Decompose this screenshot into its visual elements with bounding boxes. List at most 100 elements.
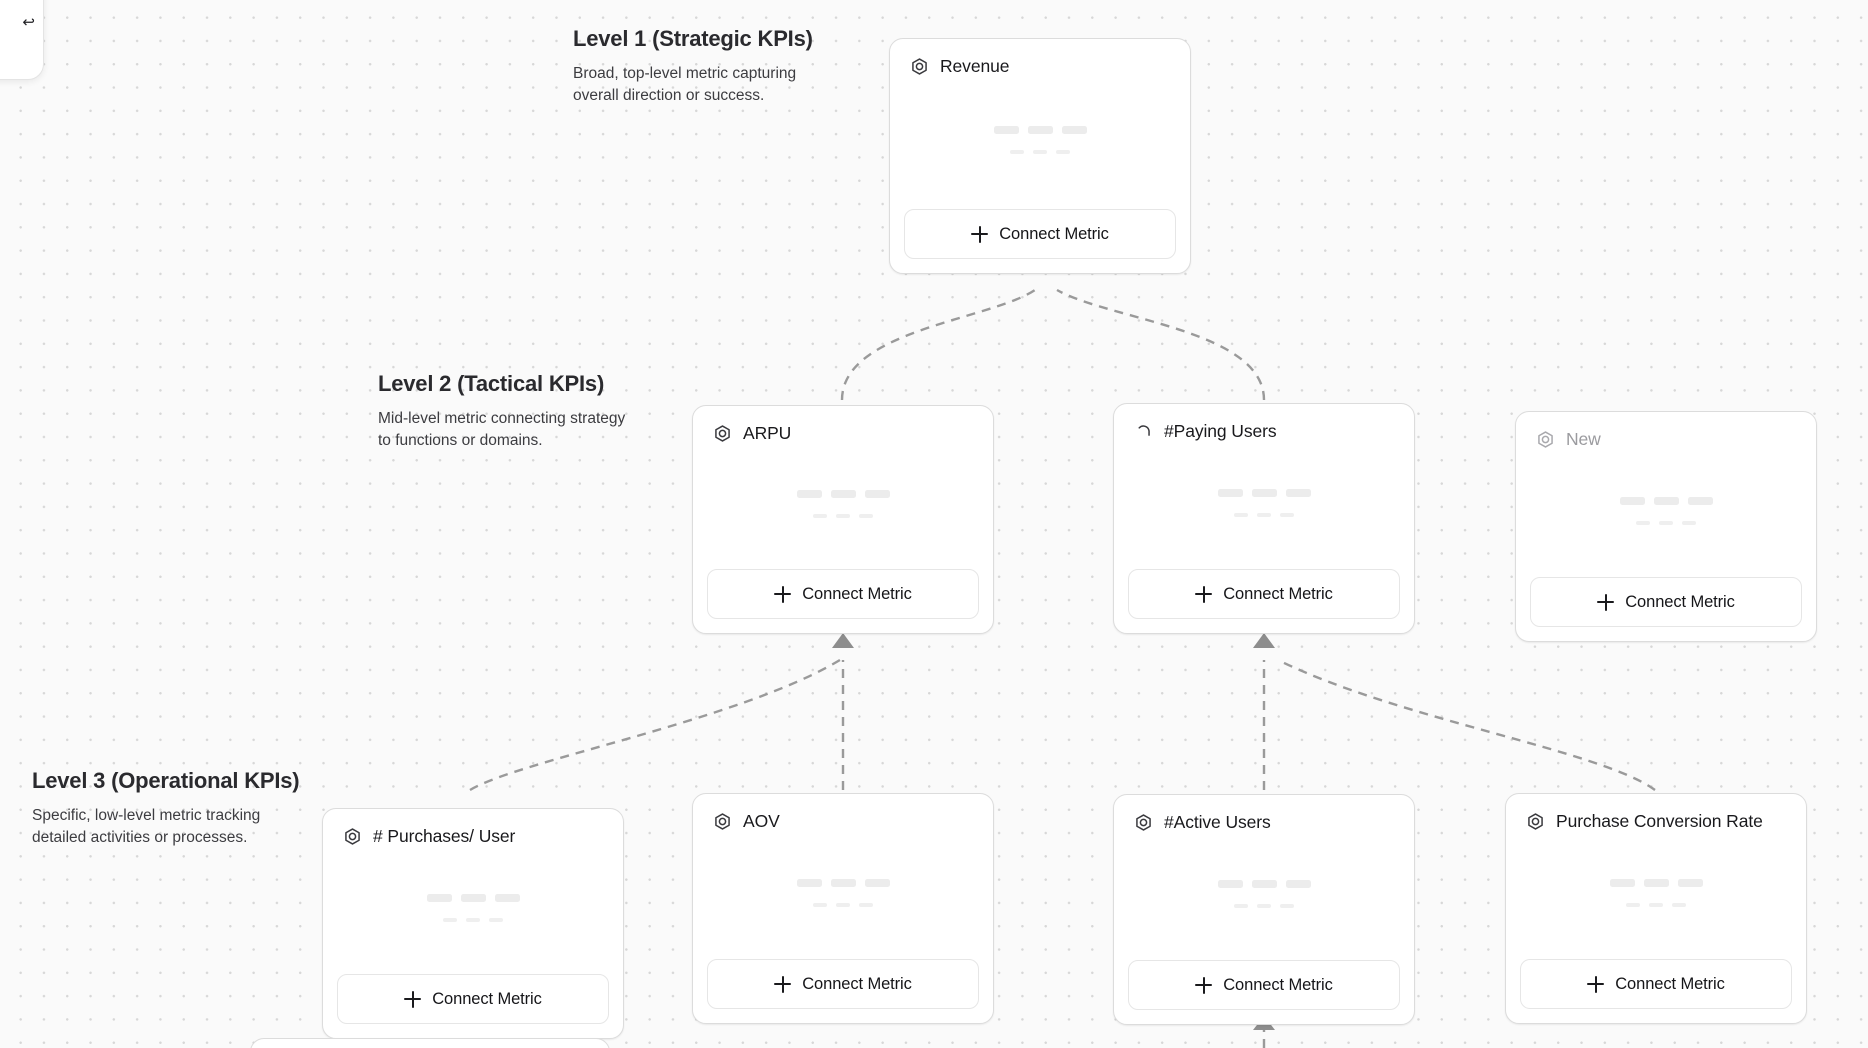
skeleton-row-secondary [1234, 512, 1294, 517]
card-title: #Paying Users [1164, 421, 1277, 441]
skeleton-bar [1234, 512, 1248, 517]
connect-metric-button[interactable]: Connect Metric [1530, 577, 1802, 627]
metric-card-paying-users[interactable]: #Paying Users Connect Metric [1113, 403, 1415, 634]
skeleton-bar [426, 893, 452, 902]
skeleton-bar [813, 513, 827, 518]
connect-metric-button[interactable]: Connect Metric [707, 569, 979, 619]
card-title: AOV [743, 811, 780, 831]
metric-card-partial-bottom[interactable] [250, 1038, 610, 1048]
skeleton-bar [1217, 879, 1243, 888]
skeleton-row-primary [993, 126, 1087, 134]
skeleton-row-secondary [443, 917, 503, 922]
card-header: # Purchases/ User [323, 809, 623, 847]
skeleton-bar [1687, 496, 1713, 505]
connect-metric-label: Connect Metric [1223, 975, 1333, 994]
skeleton-bar [443, 917, 457, 922]
connect-metric-button[interactable]: Connect Metric [1128, 960, 1400, 1010]
skeleton-bar [1285, 488, 1311, 497]
skeleton-bar [466, 917, 480, 922]
card-header: Purchase Conversion Rate [1506, 794, 1806, 832]
corner-floating-panel[interactable]: ↩ [0, 0, 44, 80]
connect-metric-label: Connect Metric [999, 224, 1109, 243]
skeleton-bar [1234, 903, 1248, 908]
arrowhead-paying-users [1253, 633, 1275, 648]
plus-icon [774, 975, 792, 993]
level-2-title: Level 2 (Tactical KPIs) [378, 371, 605, 396]
connect-metric-button[interactable]: Connect Metric [1520, 959, 1792, 1009]
level-3-title: Level 3 (Operational KPIs) [32, 768, 300, 793]
skeleton-bar [1280, 903, 1294, 908]
spinner-loading-icon [1134, 422, 1153, 441]
metric-card-active-users[interactable]: #Active Users Connect Metric [1113, 794, 1415, 1025]
card-header: ARPU [693, 406, 993, 444]
skeleton-bar [1649, 902, 1663, 907]
plus-icon [1195, 976, 1213, 994]
card-title: #Active Users [1164, 812, 1271, 832]
skeleton-bar [1609, 878, 1635, 887]
hexagon-metric-icon [1536, 430, 1555, 449]
skeleton-bar [859, 902, 873, 907]
metric-card-revenue[interactable]: Revenue Connect Metric [889, 38, 1191, 274]
metric-card-purchase-conversion-rate[interactable]: Purchase Conversion Rate Connect Metric [1505, 793, 1807, 1024]
connect-metric-label: Connect Metric [1615, 974, 1725, 993]
connect-metric-label: Connect Metric [1625, 592, 1735, 611]
level-3-label-group: Level 3 (Operational KPIs) Specific, low… [32, 768, 300, 849]
skeleton-row-primary [1609, 878, 1703, 887]
undo-icon[interactable]: ↩ [22, 13, 35, 31]
card-title: Revenue [940, 56, 1010, 76]
plus-icon [1597, 593, 1615, 611]
skeleton-bar [1672, 902, 1686, 907]
skeleton-bar [1659, 520, 1673, 525]
metric-card-purchases-per-user[interactable]: # Purchases/ User Connect Metric [322, 808, 624, 1039]
skeleton-bar [494, 893, 520, 902]
edge-pcr-to-paying-users [1277, 658, 1656, 791]
skeleton-row-primary [1619, 496, 1713, 505]
skeleton-row-secondary [813, 902, 873, 907]
edge-arpu-to-revenue [840, 289, 1036, 401]
card-header: AOV [693, 794, 993, 832]
skeleton-bar [1653, 496, 1679, 505]
skeleton-bar [1626, 902, 1640, 907]
skeleton-bar [1280, 512, 1294, 517]
level-1-label-group: Level 1 (Strategic KPIs) Broad, top-leve… [573, 26, 825, 107]
skeleton-bar [1677, 878, 1703, 887]
connect-metric-button[interactable]: Connect Metric [337, 974, 609, 1024]
edge-paying-users-to-revenue [1056, 288, 1266, 401]
connect-metric-button[interactable]: Connect Metric [1128, 569, 1400, 619]
connect-metric-button[interactable]: Connect Metric [904, 209, 1176, 259]
hexagon-metric-icon [343, 827, 362, 846]
card-skeleton-body [693, 832, 993, 959]
card-skeleton-body [1114, 833, 1414, 960]
skeleton-bar [1251, 879, 1277, 888]
metric-card-new[interactable]: New Connect Metric [1515, 411, 1817, 642]
metric-card-arpu[interactable]: ARPU Connect Metric [692, 405, 994, 634]
edge-purchases-to-arpu [469, 658, 841, 792]
skeleton-bar [1251, 488, 1277, 497]
hexagon-metric-icon [910, 57, 929, 76]
skeleton-bar [1682, 520, 1696, 525]
skeleton-bar [796, 489, 822, 498]
skeleton-bar [1027, 126, 1053, 134]
plus-icon [1195, 585, 1213, 603]
skeleton-bar [859, 513, 873, 518]
skeleton-row-secondary [1010, 150, 1070, 154]
skeleton-bar [489, 917, 503, 922]
skeleton-bar [460, 893, 486, 902]
hexagon-metric-icon [713, 812, 732, 831]
level-3-description: Specific, low-level metric tracking deta… [32, 807, 261, 847]
skeleton-bar [864, 878, 890, 887]
skeleton-bar [1257, 512, 1271, 517]
connect-metric-button[interactable]: Connect Metric [707, 959, 979, 1009]
card-skeleton-body [890, 77, 1190, 209]
skeleton-bar [1061, 126, 1087, 134]
skeleton-bar [830, 489, 856, 498]
skeleton-bar [1010, 150, 1024, 154]
card-skeleton-body [1516, 450, 1816, 577]
card-header: Revenue [890, 39, 1190, 77]
level-2-description: Mid-level metric connecting strategy to … [378, 410, 626, 450]
metric-card-aov[interactable]: AOV Connect Metric [692, 793, 994, 1024]
connect-metric-label: Connect Metric [802, 584, 912, 603]
card-title: New [1566, 429, 1601, 449]
card-header: New [1516, 412, 1816, 450]
